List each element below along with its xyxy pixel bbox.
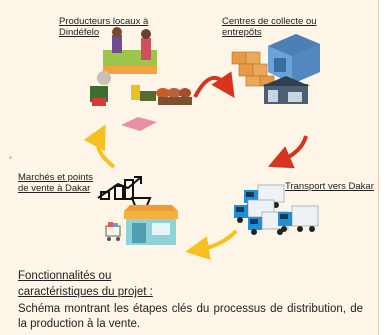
features-title: Fonctionnalités ou caractéristiques du p… bbox=[18, 270, 153, 298]
trucks-icon bbox=[234, 184, 319, 235]
arrow-transport-to-markets bbox=[185, 229, 238, 260]
shop-cart-icon bbox=[97, 176, 178, 245]
warehouse-boxes-icon bbox=[231, 34, 320, 104]
transport-label: Transport vers Dakar bbox=[285, 181, 374, 192]
stray-mark: ◦ bbox=[9, 153, 12, 162]
markets-label: Marchés et points de vente à Dakar bbox=[18, 172, 93, 194]
collection-centers-label: Centres de collecte ou entrepôts bbox=[222, 16, 317, 38]
arrow-markets-to-producers bbox=[83, 124, 116, 169]
features-description: Schéma montrant les étapes clés du proce… bbox=[18, 303, 363, 330]
arrow-centers-to-transport bbox=[267, 135, 308, 169]
arrow-producers-to-centers bbox=[193, 71, 235, 98]
producers-label: Producteurs locaux à Dindéfelo bbox=[59, 16, 149, 38]
farmers-market-icon bbox=[90, 27, 192, 131]
